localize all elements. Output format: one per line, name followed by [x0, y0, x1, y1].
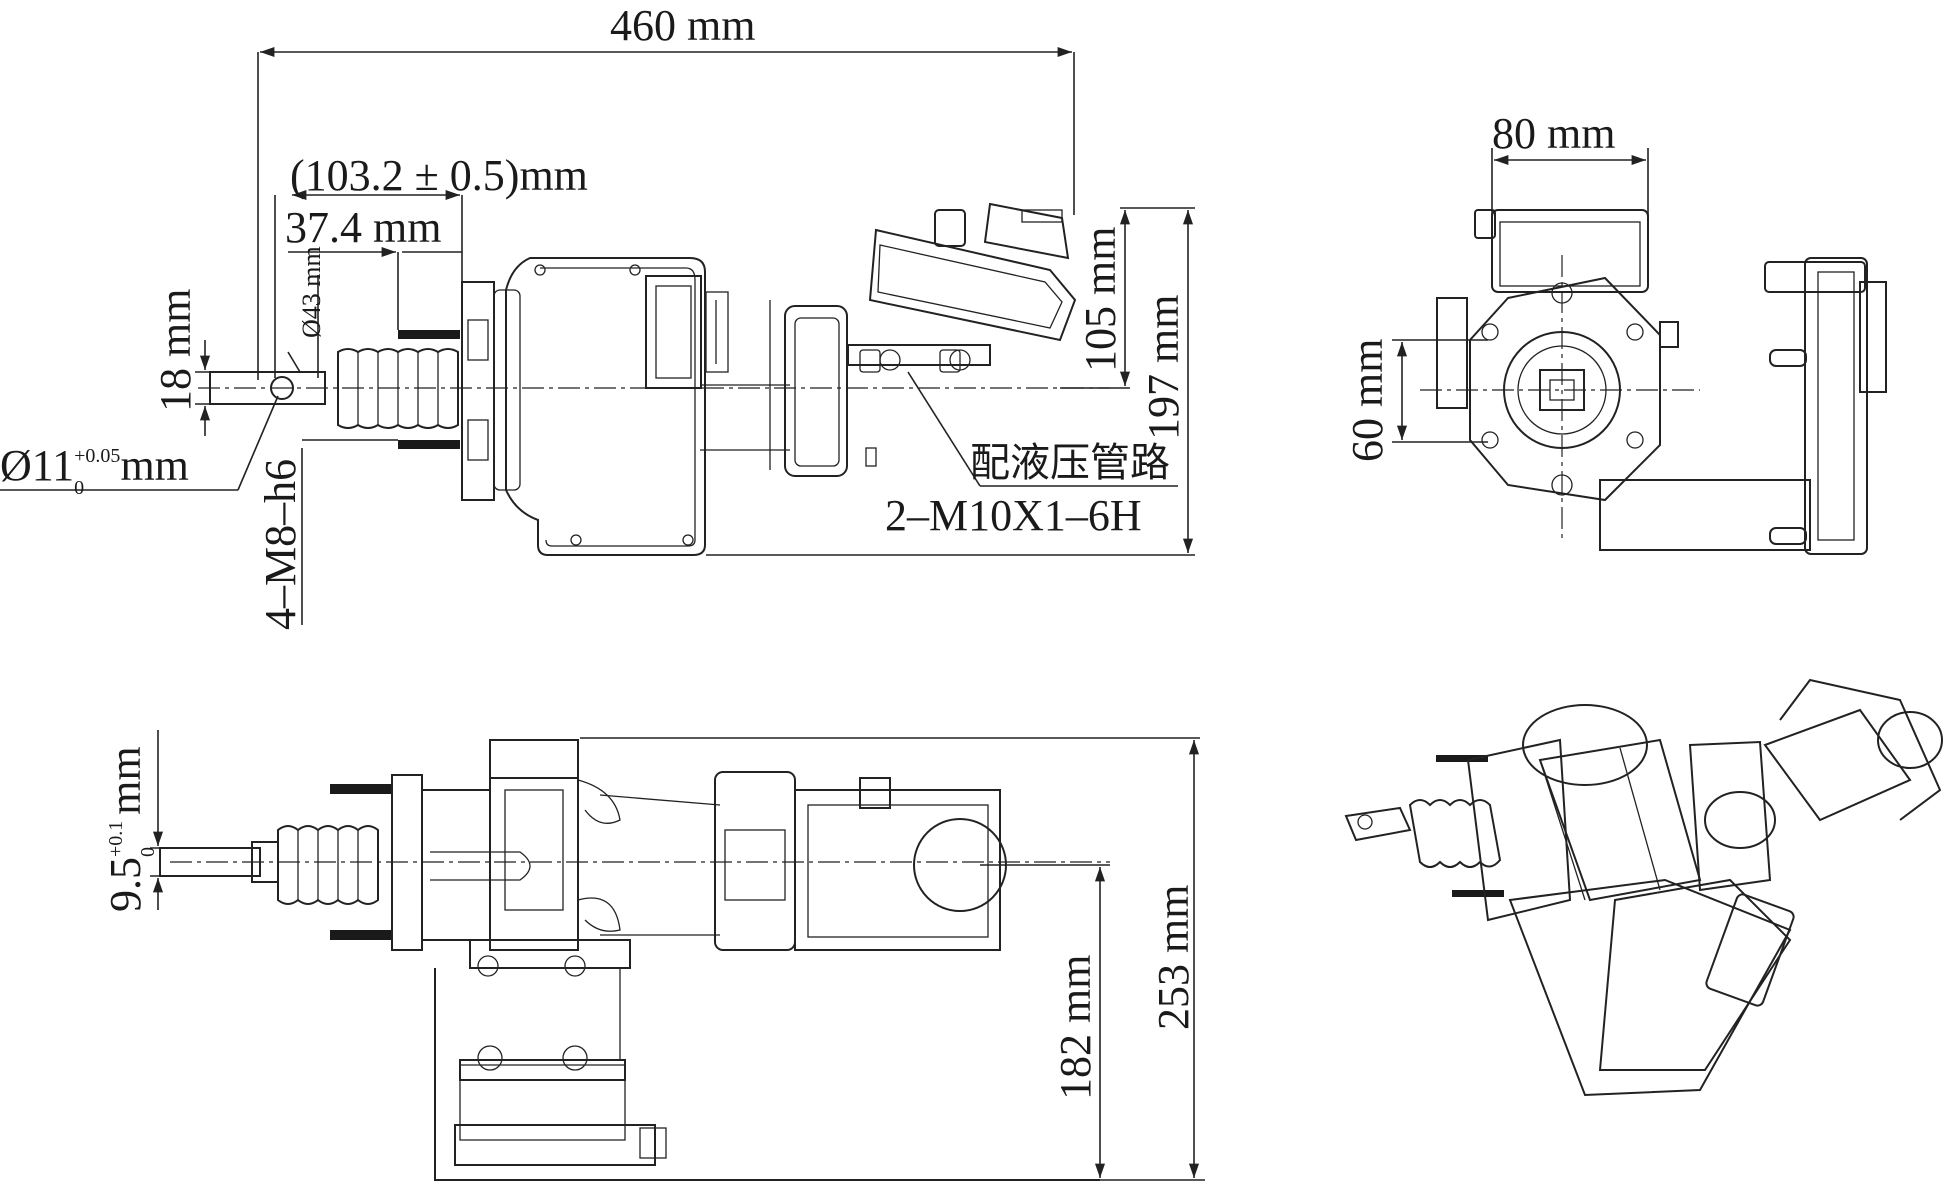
- front-motor-housing: [505, 257, 706, 556]
- side-left-block: [1436, 297, 1468, 409]
- dim-bolt-spacing: 60 mm: [1343, 339, 1488, 462]
- side-flange: [1469, 276, 1661, 502]
- side-width-label: 80 mm: [1492, 109, 1615, 158]
- front-reservoir: [868, 228, 1077, 342]
- pin-width-label: 9.50+0.1mm: [101, 746, 159, 912]
- total-depth-label: 253 mm: [1149, 885, 1198, 1030]
- dim-pin-width: 9.50+0.1mm: [101, 730, 180, 912]
- iso-valve-body: [1522, 704, 1648, 786]
- iso-view: [1344, 678, 1943, 1097]
- dim-flange-offset: (103.2 ± 0.5)mm: [274, 151, 588, 378]
- side-top-housing: [1491, 209, 1649, 293]
- iso-motor-housing: [1508, 878, 1792, 1097]
- iso-boot: [1408, 799, 1502, 868]
- axis-offset-label: 182 mm: [1051, 955, 1100, 1100]
- bolt-circle-label: Ø43 mm: [297, 246, 326, 338]
- top-ecu-base: [454, 1124, 656, 1166]
- pin-height-label: 18 mm: [151, 289, 200, 412]
- front-connector: [645, 275, 702, 389]
- top-valve-body: [489, 739, 579, 951]
- port-callout: 配液压管路 2–M10X1–6H: [885, 371, 1178, 540]
- total-height-label: 197 mm: [1139, 295, 1188, 440]
- dim-pin-diameter: Ø110+0.05mm: [0, 395, 279, 499]
- pin-diameter-label: Ø110+0.05mm: [0, 441, 189, 499]
- dim-pin-height: 18 mm: [151, 289, 278, 436]
- top-motor-housing: [794, 789, 1001, 951]
- port-label-cn: 配液压管路: [970, 440, 1170, 485]
- top-view: 9.50+0.1mm 182 mm 253 mm: [101, 730, 1205, 1181]
- top-gear-housing: [714, 771, 796, 951]
- flange-offset-label: (103.2 ± 0.5)mm: [290, 151, 588, 200]
- bolt-spacing-label: 60 mm: [1343, 339, 1392, 462]
- side-right-module: [1804, 257, 1868, 555]
- iso-reservoir: [1763, 708, 1912, 822]
- front-view: 460 mm (103.2 ± 0.5)mm 37.4 mm Ø43 mm: [0, 1, 1195, 630]
- front-flange: [461, 281, 495, 501]
- boot-length-label: 37.4 mm: [285, 203, 441, 252]
- stud-thread-label: 4–M8–h6: [256, 459, 305, 630]
- upper-height-label: 105 mm: [1076, 227, 1125, 372]
- dim-overall-length: 460 mm: [257, 1, 1075, 380]
- dim-bolt-circle: Ø43 mm: [287, 246, 326, 378]
- side-view: 80 mm 60 mm: [1343, 109, 1887, 555]
- iso-reservoir-cap: [1877, 711, 1943, 769]
- dim-depths: 182 mm 253 mm: [980, 740, 1205, 1181]
- top-ecu-module: [459, 1064, 626, 1141]
- iso-flange: [1466, 738, 1572, 922]
- front-boot: [337, 348, 459, 429]
- dim-side-width: 80 mm: [1491, 109, 1649, 220]
- port-thread-label: 2–M10X1–6H: [885, 491, 1142, 540]
- side-base: [1599, 479, 1811, 551]
- dim-boot-length: 37.4 mm: [285, 203, 462, 330]
- overall-length-label: 460 mm: [610, 1, 755, 50]
- iso-pushrod: [1344, 806, 1412, 842]
- dim-heights: 105 mm 197 mm: [706, 207, 1195, 556]
- top-boot: [277, 825, 379, 905]
- front-cylinder: [847, 344, 991, 366]
- top-view-body: [159, 737, 1200, 1181]
- front-gear-housing: [784, 305, 848, 477]
- side-view-body: [1436, 209, 1887, 555]
- iso-ecu-module: [1598, 878, 1792, 1071]
- dim-stud-thread: 4–M8–h6: [256, 439, 398, 630]
- iso-gear-housing: [1688, 740, 1772, 892]
